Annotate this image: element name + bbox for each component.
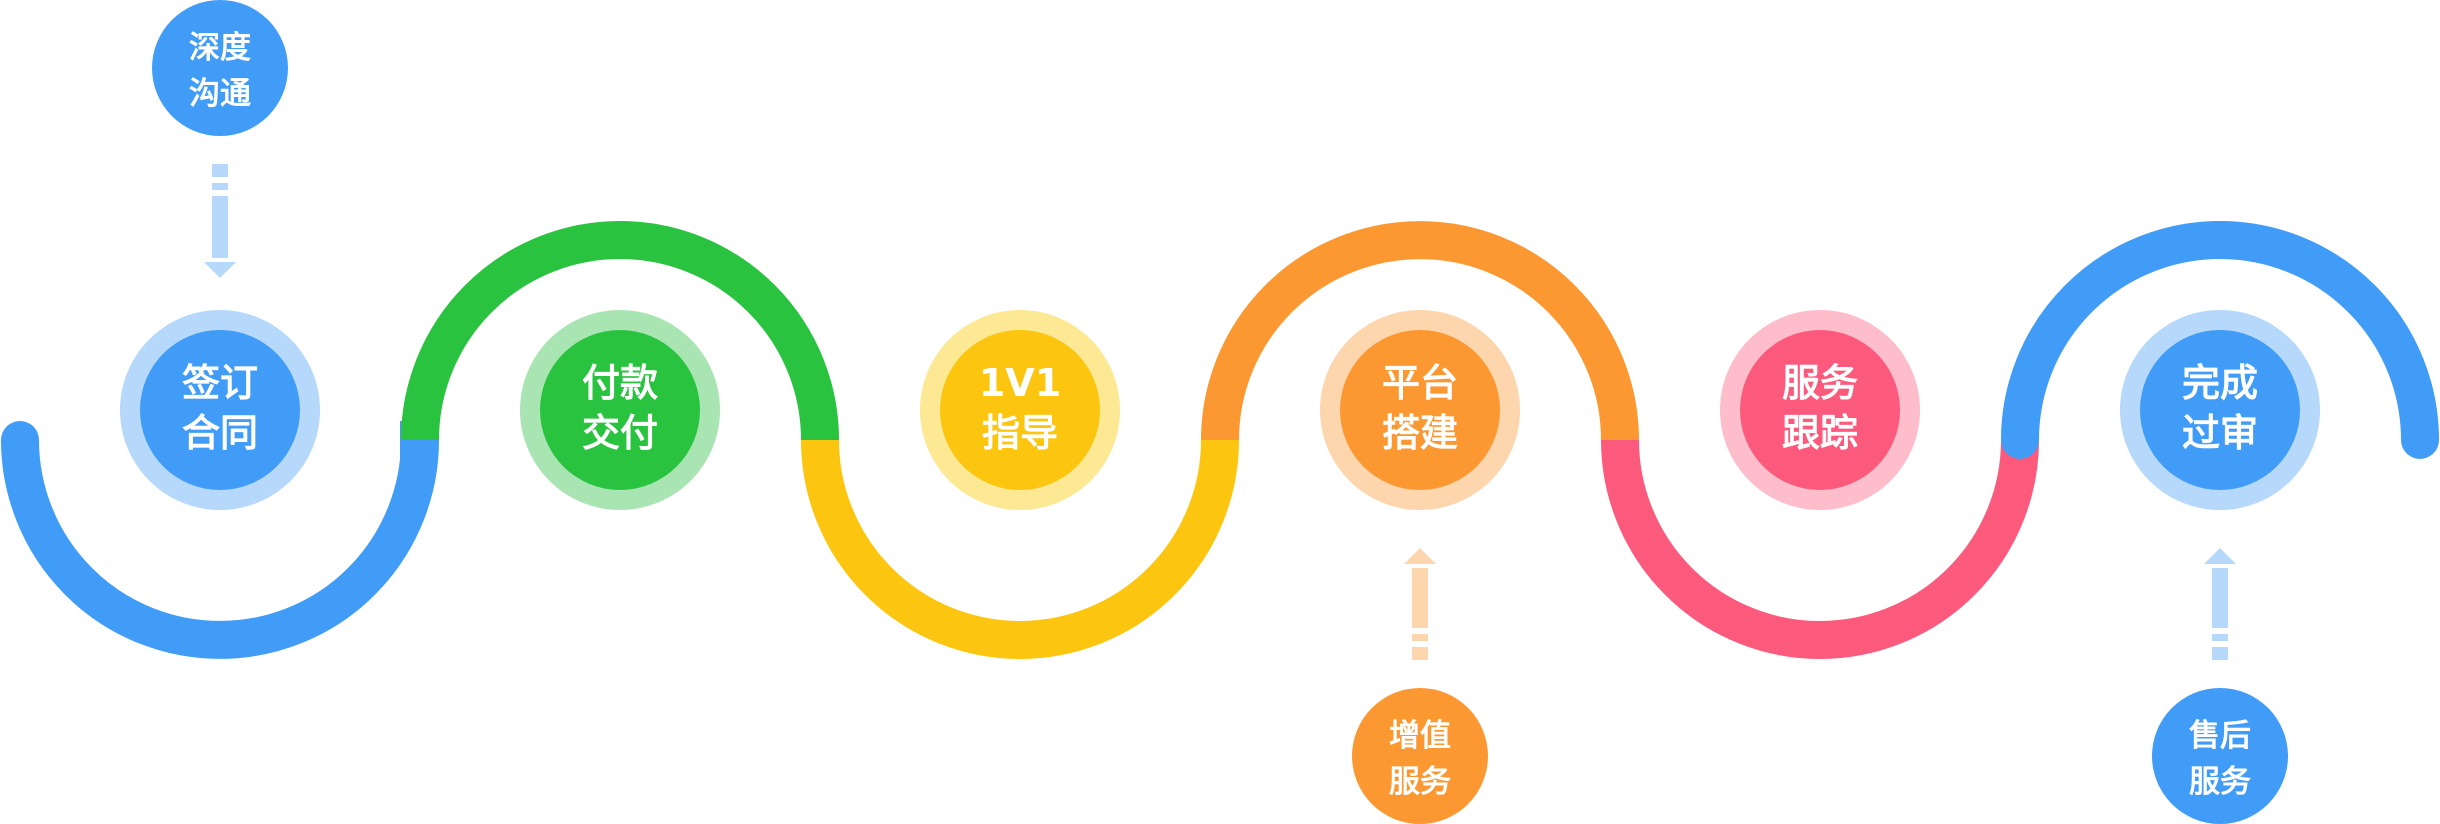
step-label-line2: 跟踪 — [1782, 411, 1858, 455]
step-label-line2: 合同 — [182, 411, 258, 455]
wave-segment-orange — [1201, 221, 1639, 441]
step-label-line2: 交付 — [582, 411, 658, 455]
callout: 深度 沟通 — [152, 0, 288, 278]
step-label-line2: 过审 — [2182, 411, 2258, 455]
step-label-line1: 平台 — [1382, 361, 1458, 405]
step-core — [2140, 330, 2300, 490]
step-label-line1: 服务 — [1782, 361, 1858, 405]
callout-label-line1: 深度 — [189, 30, 251, 66]
callout-core — [2152, 688, 2288, 824]
step-core — [940, 330, 1100, 490]
arrow-up-icon — [1404, 548, 1436, 660]
callout-label-line2: 服务 — [2189, 764, 2251, 800]
callout-label-line2: 服务 — [1389, 764, 1451, 800]
step-label-line1: 签订 — [182, 361, 258, 405]
callout-core — [1352, 688, 1488, 824]
step-circle: 完成 过审 — [2120, 310, 2320, 510]
wave-segment-pink — [1601, 439, 2039, 659]
callout-core — [152, 0, 288, 136]
step-core — [1340, 330, 1500, 490]
step-core — [1740, 330, 1900, 490]
wave-segment-green — [401, 221, 839, 441]
arrow-dash — [1412, 634, 1428, 641]
step-circle: 平台 搭建 — [1320, 310, 1520, 510]
callout-label-line1: 售后 — [2189, 718, 2251, 754]
arrow-shaft — [2212, 568, 2228, 628]
arrow-dash — [2212, 634, 2228, 641]
arrow-dash — [212, 183, 228, 190]
arrow-shaft — [1412, 568, 1428, 628]
arrow-head — [2204, 548, 2236, 564]
step-label-line1: 付款 — [582, 361, 658, 405]
wave-segment-blue-end — [2001, 221, 2439, 459]
callout: 增值 服务 — [1352, 548, 1488, 824]
arrow-head — [204, 262, 236, 278]
step-circle: 付款 交付 — [520, 310, 720, 510]
callout: 售后 服务 — [2152, 548, 2288, 824]
step-core — [140, 330, 300, 490]
arrow-down-icon — [204, 164, 236, 278]
arrow-up-icon — [2204, 548, 2236, 660]
arrow-head — [1404, 548, 1436, 564]
step-circle: 签订 合同 — [120, 310, 320, 510]
arrow-dash — [2212, 647, 2228, 660]
step-circle: 1V1 指导 — [920, 310, 1120, 510]
step-label-line2: 指导 — [982, 411, 1058, 455]
step-core — [540, 330, 700, 490]
wave-path — [1, 221, 2439, 659]
wave-segment-yellow — [801, 439, 1239, 659]
arrow-dash — [212, 164, 228, 177]
step-label-line1: 1V1 — [979, 361, 1061, 405]
callout-label-line2: 沟通 — [189, 76, 251, 112]
arrow-shaft — [212, 196, 228, 258]
wave-segment-blue-1 — [1, 421, 439, 659]
callout-label-line1: 增值 — [1389, 718, 1451, 754]
arrow-dash — [1412, 647, 1428, 660]
step-label-line2: 搭建 — [1382, 411, 1458, 455]
step-label-line1: 完成 — [2182, 361, 2258, 405]
step-circle: 服务 跟踪 — [1720, 310, 1920, 510]
